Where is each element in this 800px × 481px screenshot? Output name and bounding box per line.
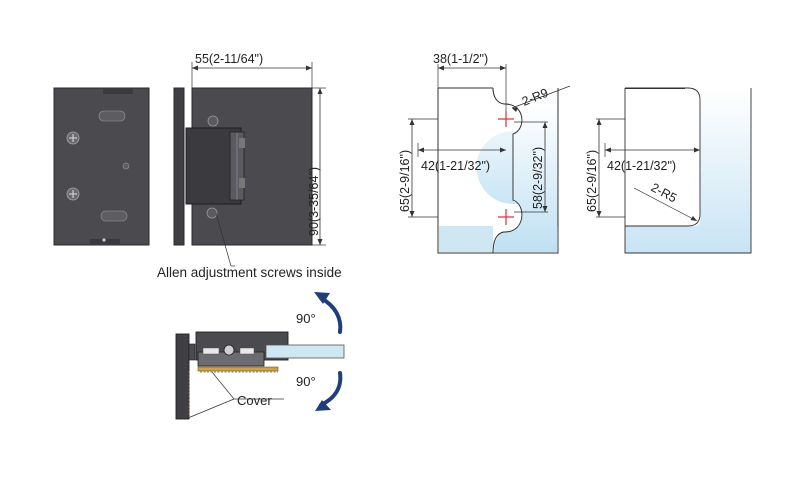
centermark-top xyxy=(498,111,514,127)
dim-r5-label: 2-R5 xyxy=(649,180,680,205)
dim-38-label: 38(1-1/2") xyxy=(433,52,488,66)
dim-65-b-label: 65(2-9/16") xyxy=(585,150,599,212)
cover-label: Cover xyxy=(237,393,272,408)
dim-42-a-label: 42(1-21/32") xyxy=(421,159,490,173)
wall-plate-front-view xyxy=(53,87,150,246)
dim-38: 38(1-1/2") xyxy=(433,52,507,111)
allen-leader: Allen adjustment screws inside xyxy=(157,212,342,280)
dim-55: 55(2-11/64") xyxy=(191,52,313,88)
angle-bottom-label: 90° xyxy=(296,374,316,389)
dim-r5: 2-R5 xyxy=(633,180,698,222)
rotation-arrow-up: 90° xyxy=(296,292,343,334)
slot-top xyxy=(98,110,126,122)
dim-58: 58(2-9/32") xyxy=(514,121,548,213)
dim-65-a: 65(2-9/16") xyxy=(398,118,438,218)
dim-65-b: 65(2-9/16") xyxy=(585,118,625,218)
cover-leader: Cover xyxy=(187,371,284,419)
dim-65-a-label: 65(2-9/16") xyxy=(398,150,412,212)
angle-top-label: 90° xyxy=(296,311,316,326)
glass-cutout-r9 xyxy=(437,87,559,254)
dim-90-label: 90(3-35/64") xyxy=(307,167,321,236)
dim-90: 90(3-35/64") xyxy=(307,87,326,246)
rotation-arrow-down: 90° xyxy=(296,371,343,411)
dim-42-b-label: 42(1-21/32") xyxy=(607,159,676,173)
screw-bottom xyxy=(66,187,80,201)
allen-note: Allen adjustment screws inside xyxy=(157,265,342,280)
centermark-bottom xyxy=(498,209,514,225)
dim-42-b: 42(1-21/32") xyxy=(604,143,700,173)
dim-58-label: 58(2-9/32") xyxy=(531,147,545,209)
dim-42-a: 42(1-21/32") xyxy=(417,143,506,173)
glass-cutout-r5 xyxy=(624,87,752,254)
dim-55-label: 55(2-11/64") xyxy=(195,52,263,66)
hinge-plan-view xyxy=(175,331,345,420)
slot-bottom xyxy=(100,210,128,222)
hinge-side-view xyxy=(173,87,313,246)
screw-top xyxy=(66,131,80,145)
